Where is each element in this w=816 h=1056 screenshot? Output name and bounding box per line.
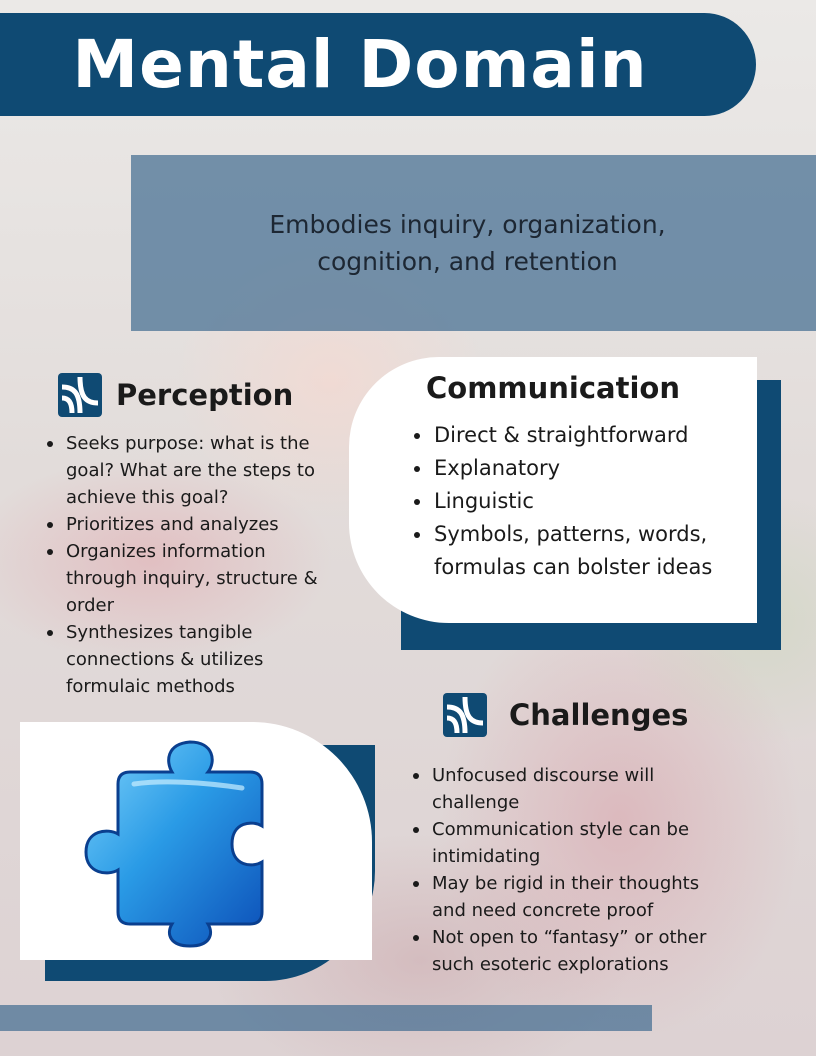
perception-header: Perception: [58, 373, 293, 417]
list-item: Synthesizes tangible connections & utili…: [40, 619, 340, 700]
logo-icon: [58, 373, 102, 417]
logo-icon: [443, 693, 487, 737]
list-item: Direct & straightforward: [407, 419, 727, 452]
list-item: Unfocused discourse will challenge: [406, 762, 726, 816]
list-item: Seeks purpose: what is the goal? What ar…: [40, 430, 340, 511]
tagline-box: Embodies inquiry, organization, cognitio…: [131, 155, 816, 331]
list-item: Prioritizes and analyzes: [40, 511, 340, 538]
list-item: Organizes information through inquiry, s…: [40, 538, 340, 619]
challenges-list: Unfocused discourse will challenge Commu…: [406, 762, 726, 978]
perception-list: Seeks purpose: what is the goal? What ar…: [40, 430, 340, 700]
communication-list: Direct & straightforward Explanatory Lin…: [407, 419, 727, 584]
communication-heading: Communication: [425, 371, 680, 405]
list-item: Not open to “fantasy” or other such esot…: [406, 924, 726, 978]
list-item: Linguistic: [407, 485, 727, 518]
title-banner: Mental Domain: [0, 13, 756, 116]
list-item: May be rigid in their thoughts and need …: [406, 870, 726, 924]
communication-card: Communication Direct & straightforward E…: [349, 357, 757, 623]
perception-heading: Perception: [116, 378, 294, 412]
challenges-header: Challenges: [443, 693, 688, 737]
list-item: Explanatory: [407, 452, 727, 485]
list-item: Symbols, patterns, words, formulas can b…: [407, 518, 727, 584]
list-item: Communication style can be intimidating: [406, 816, 726, 870]
footer-bar: [0, 1005, 652, 1031]
tagline: Embodies inquiry, organization, cognitio…: [269, 210, 666, 276]
puzzle-card: [20, 722, 372, 960]
page-title: Mental Domain: [72, 26, 648, 103]
puzzle-piece-icon: [84, 740, 264, 948]
challenges-heading: Challenges: [509, 698, 689, 732]
